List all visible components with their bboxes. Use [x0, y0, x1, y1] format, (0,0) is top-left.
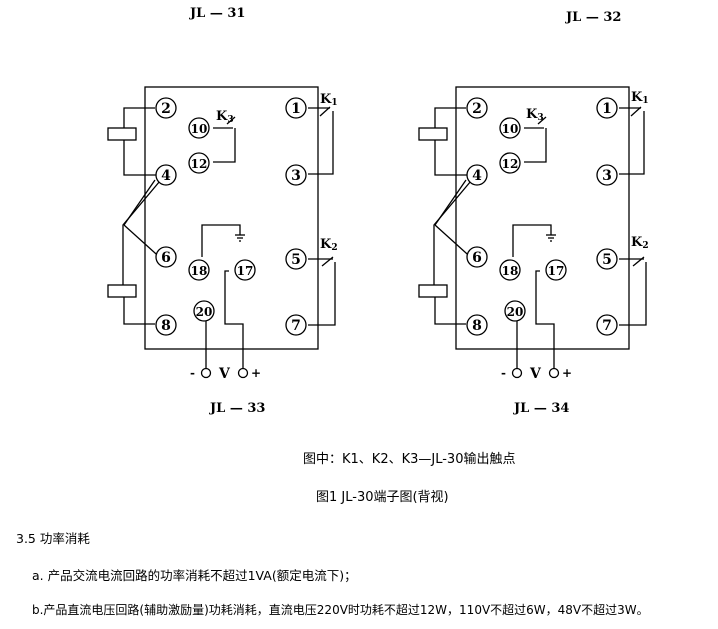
power-label-right-v: V — [529, 366, 542, 382]
diagram-legend: 图中：K1、K2、K3—JL-30输出触点 — [303, 452, 516, 467]
terminal-circle-left-6 — [155, 246, 177, 268]
terminal-circle-right-8 — [466, 314, 488, 336]
terminal-label-left-4: 4 — [161, 168, 171, 184]
power-terminal-left-plus — [237, 367, 249, 379]
contact-label-left-K2: K2 — [320, 237, 338, 253]
terminal-circle-left-1 — [285, 97, 307, 119]
terminal-label-right-12: 12 — [502, 157, 519, 171]
terminal-circle-right-3 — [596, 164, 618, 186]
terminal-label-right-1: 1 — [602, 101, 612, 117]
model-label-jl31: JL — 31 — [190, 6, 246, 21]
terminal-label-left-8: 8 — [161, 318, 171, 334]
contact-label-right-K1: K1 — [631, 90, 649, 106]
terminal-label-left-12: 12 — [191, 157, 208, 171]
terminal-label-right-10: 10 — [502, 122, 519, 136]
terminal-circle-right-2 — [466, 97, 488, 119]
terminal-circle-right-12 — [499, 152, 521, 174]
contact-label-left-K3: K3 — [216, 109, 234, 125]
model-label-jl33: JL — 33 — [210, 401, 266, 416]
terminal-label-left-1: 1 — [291, 101, 301, 117]
terminal-label-left-18: 18 — [191, 264, 208, 278]
terminal-circle-right-6 — [466, 246, 488, 268]
terminal-circle-left-5 — [285, 248, 307, 270]
power-label-right-plus: + — [562, 366, 572, 380]
power-terminal-left-minus — [200, 367, 212, 379]
contact-label-left-K1: K1 — [320, 92, 338, 108]
section-item-a: a. 产品交流电流回路的功率消耗不超过1VA(额定电流下)； — [32, 568, 357, 583]
terminal-circle-left-18 — [188, 259, 210, 281]
terminal-circle-left-17 — [234, 259, 256, 281]
terminal-label-right-3: 3 — [602, 168, 612, 184]
power-label-left-minus: - — [190, 366, 195, 380]
terminal-circle-left-3 — [285, 164, 307, 186]
terminal-label-right-2: 2 — [472, 101, 482, 117]
power-label-right-minus: - — [501, 366, 506, 380]
terminal-label-right-18: 18 — [502, 264, 519, 278]
terminal-circle-right-20 — [504, 300, 526, 322]
terminal-label-right-7: 7 — [602, 318, 612, 334]
terminal-label-left-2: 2 — [161, 101, 171, 117]
terminal-label-left-6: 6 — [161, 250, 171, 266]
terminal-circle-left-4 — [155, 164, 177, 186]
contact-label-right-K3: K3 — [526, 107, 544, 123]
terminal-circle-right-18 — [499, 259, 521, 281]
terminal-circle-right-7 — [596, 314, 618, 336]
terminal-label-left-7: 7 — [291, 318, 301, 334]
model-label-jl32: JL — 32 — [566, 10, 622, 25]
section-heading: 3.5 功率消耗 — [16, 531, 90, 546]
section-item-b: b.产品直流电压回路(辅助激励量)功耗消耗，直流电压220V时功耗不超过12W，… — [32, 603, 649, 617]
terminal-circle-left-20 — [193, 300, 215, 322]
figure-caption: 图1 JL-30端子图(背视) — [316, 490, 449, 505]
terminal-label-right-17: 17 — [548, 264, 565, 278]
terminal-label-left-17: 17 — [237, 264, 254, 278]
terminal-label-left-10: 10 — [191, 122, 208, 136]
terminal-label-right-20: 20 — [507, 305, 524, 319]
terminal-circle-left-7 — [285, 314, 307, 336]
power-label-left-plus: + — [251, 366, 261, 380]
power-terminal-right-minus — [511, 367, 523, 379]
terminal-circle-right-5 — [596, 248, 618, 270]
terminal-label-left-3: 3 — [291, 168, 301, 184]
terminal-circle-left-10 — [188, 117, 210, 139]
terminal-circle-right-4 — [466, 164, 488, 186]
terminal-circle-left-8 — [155, 314, 177, 336]
terminal-label-right-4: 4 — [472, 168, 482, 184]
terminal-circle-right-17 — [545, 259, 567, 281]
contact-label-right-K2: K2 — [631, 235, 649, 251]
terminal-circle-right-1 — [596, 97, 618, 119]
terminal-label-right-6: 6 — [472, 250, 482, 266]
terminal-label-right-5: 5 — [602, 252, 612, 268]
power-terminal-right-plus — [548, 367, 560, 379]
model-label-jl34: JL — 34 — [514, 401, 570, 416]
terminal-circle-left-2 — [155, 97, 177, 119]
terminal-circle-left-12 — [188, 152, 210, 174]
terminal-label-right-8: 8 — [472, 318, 482, 334]
terminal-circle-right-10 — [499, 117, 521, 139]
terminal-label-left-20: 20 — [196, 305, 213, 319]
terminal-label-left-5: 5 — [291, 252, 301, 268]
power-label-left-v: V — [218, 366, 231, 382]
